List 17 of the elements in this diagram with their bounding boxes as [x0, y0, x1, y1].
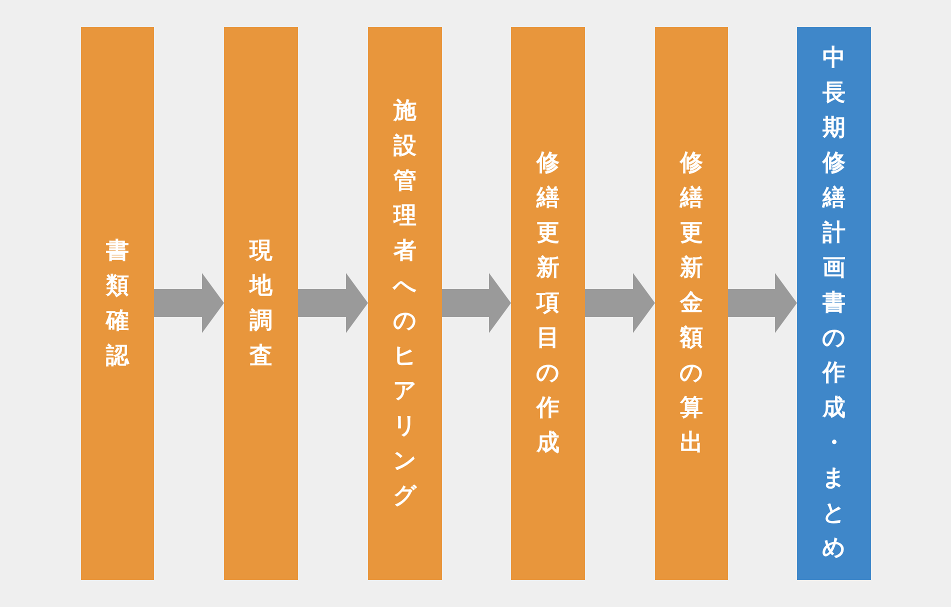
arrow — [585, 273, 655, 333]
process-box — [655, 27, 728, 580]
step-label: 現地調査 — [248, 236, 274, 370]
process-box — [81, 27, 154, 580]
process-box — [224, 27, 298, 580]
step-label: 施設管理者へのヒアリング — [392, 96, 418, 510]
arrow — [298, 273, 368, 333]
process-box — [797, 27, 871, 580]
step-label: 中長期修繕計画書の作成・まとめ — [821, 44, 847, 563]
step-label: 修繕更新金額の算出 — [678, 149, 704, 458]
arrow — [154, 273, 224, 333]
arrow — [442, 273, 511, 333]
arrow — [728, 273, 797, 333]
process-box — [511, 27, 585, 580]
step-label: 修繕更新項目の作成 — [535, 149, 561, 458]
step-label: 書類確認 — [104, 236, 130, 370]
process-box — [368, 27, 442, 580]
